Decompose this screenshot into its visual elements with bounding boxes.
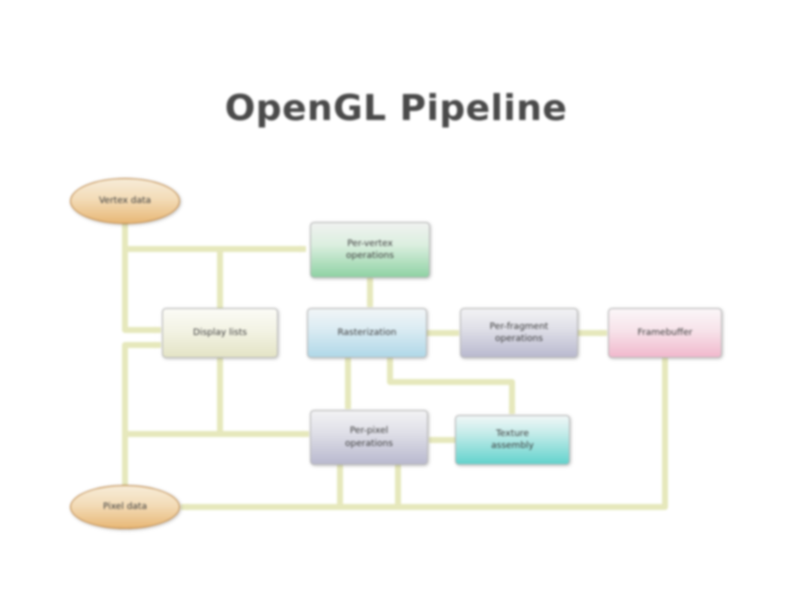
node-per-pixel-line1: Per-pixel (349, 426, 389, 437)
node-texture-assembly-line2: assembly (491, 441, 534, 451)
node-rasterization-label: Rasterization (337, 327, 397, 338)
page-title: OpenGL Pipeline (224, 88, 568, 129)
node-per-pixel-line2: operations (345, 438, 393, 449)
node-per-fragment-line2: operations (495, 334, 543, 344)
node-vertex-data-label: Vertex data (98, 195, 152, 206)
node-rasterization[interactable]: Rasterization (307, 308, 427, 358)
node-texture-assembly[interactable]: Texture assembly (455, 415, 570, 465)
node-pixel-data[interactable]: Pixel data (70, 485, 180, 529)
node-display-lists-label: Display lists (193, 327, 247, 338)
edge-displaylists-to-perpixel (217, 358, 310, 438)
node-per-fragment-operations[interactable]: Per-fragment operations (460, 308, 578, 358)
node-per-fragment-operations-label: Per-fragment operations (490, 321, 549, 345)
node-per-fragment-line1: Per-fragment (489, 321, 549, 332)
edge-perpixel-to-pixeldata (180, 465, 343, 511)
edge-vertex-to-displaylists (122, 249, 162, 334)
node-texture-assembly-label: Texture assembly (491, 428, 534, 452)
edge-rasterization-to-texture (387, 358, 516, 415)
edge-pixeldata-to-displaylists (122, 341, 162, 485)
node-per-vertex-operations-label: Per-vertex operations (346, 238, 394, 262)
node-framebuffer-label: Framebuffer (637, 327, 693, 338)
node-framebuffer[interactable]: Framebuffer (608, 308, 722, 358)
node-texture-assembly-line1: Texture (496, 428, 529, 439)
node-pixel-data-label: Pixel data (103, 501, 147, 512)
node-display-lists[interactable]: Display lists (162, 308, 278, 358)
node-per-pixel-operations-label: Per-pixel operations (345, 425, 393, 449)
edge-vertex-to-pervertex (122, 222, 307, 253)
node-per-pixel-operations[interactable]: Per-pixel operations (310, 410, 428, 465)
node-per-vertex-operations[interactable]: Per-vertex operations (310, 222, 430, 278)
edge-framebuffer-to-pixeldata (180, 358, 668, 511)
node-vertex-data[interactable]: Vertex data (70, 178, 180, 224)
node-per-vertex-line2: operations (346, 251, 394, 261)
node-per-vertex-line1: Per-vertex (347, 238, 393, 249)
